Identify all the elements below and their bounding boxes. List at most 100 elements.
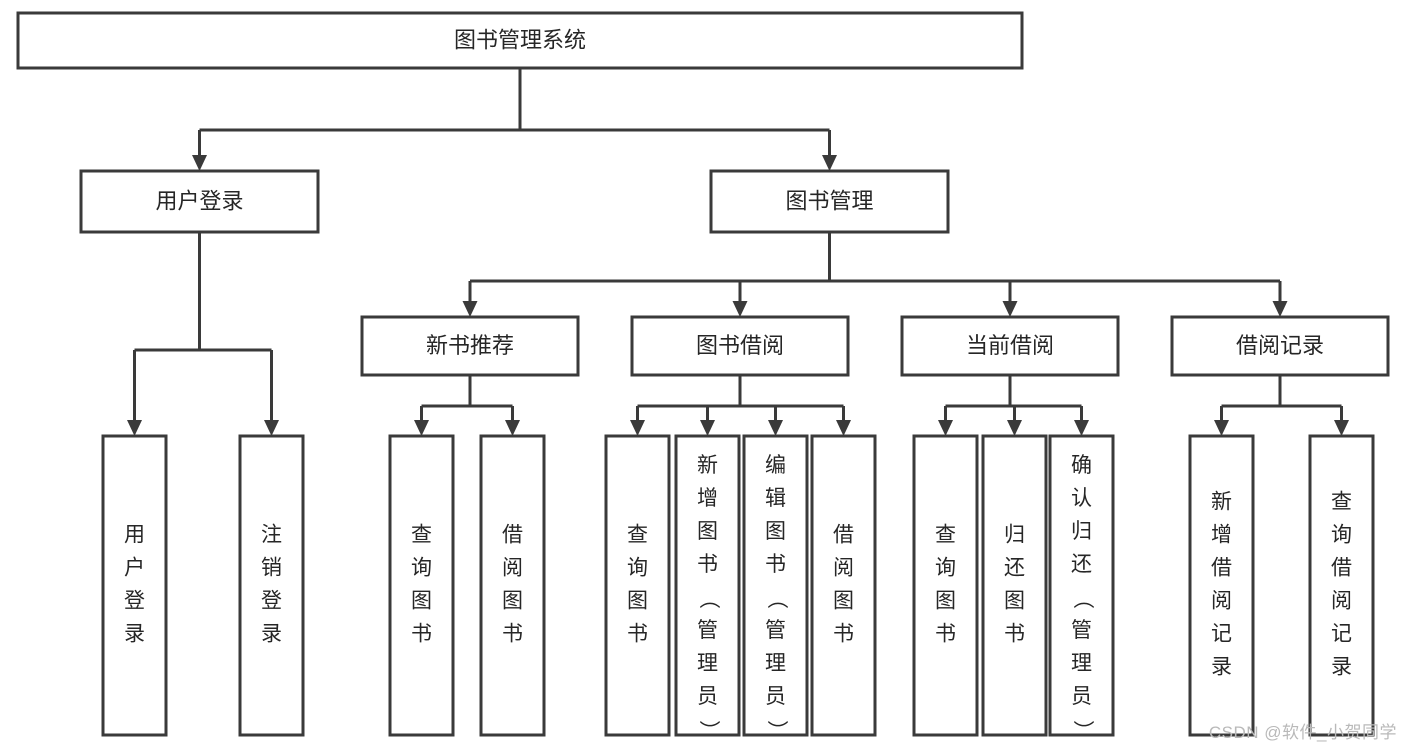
node-label-char: ） — [765, 720, 788, 741]
node-label-char: 阅 — [502, 557, 523, 580]
node-box[interactable] — [912, 434, 979, 737]
node-label: 图书借阅 — [696, 333, 784, 358]
arrow-head-icon — [732, 301, 748, 317]
node-current-borrow[interactable]: 当前借阅 — [900, 315, 1120, 377]
node-label-char: 询 — [935, 557, 956, 580]
node-label-char: 图 — [833, 590, 854, 613]
node-new-book-rec[interactable]: 新书推荐 — [360, 315, 580, 377]
node-label-char: 管 — [697, 619, 718, 642]
node-label-char: 户 — [124, 557, 145, 580]
node-box[interactable] — [604, 434, 671, 737]
node-label-char: 记 — [1331, 623, 1352, 646]
node-label-char: 借 — [502, 524, 523, 547]
node-label-char: 还 — [1071, 553, 1092, 576]
node-box[interactable] — [900, 315, 1120, 377]
node-label-char: ） — [1071, 720, 1094, 741]
node-box[interactable] — [709, 169, 950, 234]
node-label-char: 录 — [1211, 656, 1232, 679]
node-label-char: 员 — [697, 685, 718, 708]
node-label-char: （ — [697, 588, 720, 609]
node-label-char: 增 — [1211, 524, 1232, 547]
node-label-char: 图 — [935, 590, 956, 613]
node-label: 新书推荐 — [426, 333, 514, 358]
node-label-char: 记 — [1211, 623, 1232, 646]
node-box[interactable] — [1170, 315, 1390, 377]
node-label: 借阅记录 — [1236, 333, 1324, 358]
node-box[interactable] — [742, 434, 809, 737]
node-label-char: 理 — [1071, 652, 1092, 675]
node-label-char: 理 — [765, 652, 786, 675]
watermark-text: CSDN @软件_小贺同学 — [1208, 723, 1397, 742]
node-label-char: 注 — [261, 524, 282, 547]
node-leaf-user-login[interactable]: 用户登录 — [101, 434, 168, 737]
node-box[interactable] — [1048, 434, 1115, 737]
arrow-head-icon — [505, 420, 520, 436]
connector-group — [1214, 375, 1349, 436]
node-box[interactable] — [810, 434, 877, 737]
node-label-char: 新 — [697, 454, 718, 477]
node-label-char: 书 — [411, 623, 432, 646]
node-box[interactable] — [101, 434, 168, 737]
connector-group — [127, 232, 279, 436]
node-label-char: 登 — [261, 590, 282, 613]
node-box[interactable] — [981, 434, 1048, 737]
arrow-head-icon — [264, 420, 279, 436]
node-label-char: 录 — [124, 623, 145, 646]
node-label-char: 录 — [1331, 656, 1352, 679]
node-label-char: 借 — [1331, 557, 1352, 580]
node-user-login[interactable]: 用户登录 — [79, 169, 320, 234]
node-box[interactable] — [16, 11, 1024, 70]
node-book-borrow[interactable]: 图书借阅 — [630, 315, 850, 377]
arrow-head-icon — [768, 420, 783, 436]
node-borrow-record[interactable]: 借阅记录 — [1170, 315, 1390, 377]
node-label-char: 借 — [1211, 557, 1232, 580]
arrow-head-icon — [462, 301, 478, 317]
node-box[interactable] — [238, 434, 305, 737]
node-label-char: 还 — [1004, 557, 1025, 580]
node-box[interactable] — [1188, 434, 1255, 737]
node-box[interactable] — [388, 434, 455, 737]
node-label-char: 登 — [124, 590, 145, 613]
node-box[interactable] — [674, 434, 741, 737]
node-label-char: 图 — [765, 520, 786, 543]
node-label-char: 书 — [765, 553, 786, 576]
arrow-head-icon — [822, 155, 837, 171]
node-label-char: 查 — [627, 524, 648, 547]
node-box[interactable] — [479, 434, 546, 737]
connectors-layer — [127, 68, 1349, 436]
node-book-manage[interactable]: 图书管理 — [709, 169, 950, 234]
arrow-head-icon — [938, 420, 953, 436]
node-box[interactable] — [1308, 434, 1375, 737]
arrow-head-icon — [630, 420, 645, 436]
node-label-char: 书 — [833, 623, 854, 646]
node-label-char: 查 — [935, 524, 956, 547]
node-box[interactable] — [79, 169, 320, 234]
node-label-char: 书 — [1004, 623, 1025, 646]
connector-group — [414, 375, 520, 436]
node-root[interactable]: 图书管理系统 — [16, 11, 1024, 70]
arrow-head-icon — [414, 420, 429, 436]
node-box[interactable] — [630, 315, 850, 377]
node-box[interactable] — [360, 315, 580, 377]
node-label-char: 图 — [697, 520, 718, 543]
